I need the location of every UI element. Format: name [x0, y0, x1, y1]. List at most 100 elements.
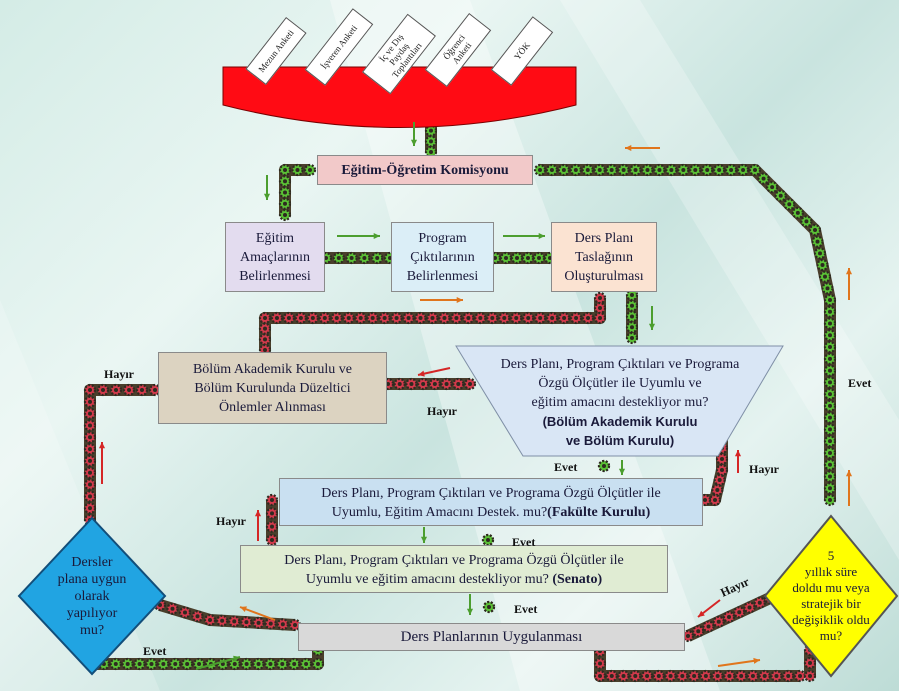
gear-icon [191, 610, 204, 623]
gear-icon [800, 215, 813, 228]
gear-icon [823, 458, 837, 471]
gear-icon [688, 669, 701, 683]
gear-icon [358, 251, 371, 265]
gear-icon [278, 163, 292, 177]
gear-icon [332, 251, 345, 265]
gear-icon [823, 340, 837, 354]
gear-icon [757, 172, 770, 185]
gear-icon [216, 614, 229, 627]
ders-plani-taslagi-box: Ders Planı Taslağının Oluşturulması [551, 222, 657, 292]
arrow-head-icon [420, 536, 428, 543]
gear-icon [450, 311, 463, 325]
gear-icon [593, 311, 607, 325]
gear-icon [83, 466, 97, 479]
gear-icon [723, 669, 736, 683]
gear-icon [405, 377, 418, 391]
gear-icon [823, 352, 837, 365]
gear-icon [823, 388, 837, 401]
gear-icon [823, 305, 837, 318]
gear-icon [699, 669, 712, 683]
gear-icon [265, 507, 279, 520]
arrow-head-icon [734, 450, 742, 457]
gear-icon [715, 463, 729, 477]
gear-icon [758, 669, 771, 683]
gear-icon [818, 270, 832, 283]
gear-icon [203, 613, 217, 627]
gear-icon [270, 311, 284, 325]
gear-icon [821, 282, 834, 295]
gear-icon [83, 454, 97, 468]
program-ciktilari-box: Program Çıktılarının Belirlenmesi [391, 222, 494, 292]
gear-icon [712, 615, 725, 628]
gear-icon [557, 163, 570, 177]
gear-icon [463, 377, 477, 391]
gear-icon [625, 331, 639, 345]
gear-icon [665, 163, 678, 177]
gear-icon [278, 186, 292, 199]
gear-icon [438, 311, 451, 325]
gear-icon [625, 321, 639, 334]
gear-icon [145, 657, 158, 671]
gear-icon [823, 482, 837, 495]
hayir-label-fakulte: Hayır [216, 514, 246, 528]
gear-icon [300, 657, 313, 671]
gear-icon [440, 377, 453, 391]
gear-icon [791, 206, 804, 219]
gear-icon [569, 163, 582, 177]
gear-icon [746, 669, 760, 683]
gear-icon [276, 657, 289, 671]
gear-icon [135, 383, 149, 397]
gear-icon [823, 317, 837, 330]
gear-icon [291, 163, 304, 177]
dersler-uygun-mu-diamond: Dersler plana uygun olarak yapılıyor mu? [57, 554, 127, 638]
gear-icon [533, 163, 547, 177]
gear-icon [692, 625, 705, 638]
gear-icon [486, 311, 499, 325]
bes-yil-karar-diamond: 5 yıllık süre doldu mu veya stratejik bi… [792, 548, 870, 643]
gear-icon [83, 407, 97, 420]
arrow-head-icon [845, 268, 853, 275]
gear-icon [677, 163, 690, 177]
gear-icon [252, 657, 265, 671]
gear-icon [258, 311, 272, 325]
gear-icon [823, 446, 837, 460]
gear-icon [605, 163, 618, 177]
gear-icon [689, 163, 702, 177]
gear-icon [276, 618, 289, 631]
gear-icon [593, 163, 606, 177]
ders-planlarinin-uygulanmasi-box: Ders Planlarının Uygulanması [298, 623, 685, 651]
bolum-karar-question: Ders Planı, Program Çıktıları ve Program… [500, 356, 740, 448]
gear-icon [652, 669, 665, 683]
gear-icon [725, 163, 738, 177]
evet-label-bolum: Evet [554, 460, 578, 474]
gear-icon [823, 470, 837, 483]
arrow-head-icon [418, 370, 425, 377]
gear-icon [240, 657, 253, 671]
gear-icon [653, 163, 666, 177]
gear-icon [462, 311, 475, 325]
gear-icon [510, 311, 523, 325]
gear-icon [581, 163, 594, 177]
gear-icon [735, 669, 748, 683]
gear-icon [823, 435, 837, 448]
flow-arrow [195, 656, 241, 670]
gear-icon [581, 311, 595, 325]
gear-icon [169, 657, 182, 671]
gear-icon [676, 669, 689, 683]
bolum-duzeltici-onlemler-box: Bölüm Akademik Kurulu ve Bölüm Kurulunda… [158, 352, 387, 424]
gear-icon [823, 329, 837, 342]
egitim-ogretim-komisyonu-box: Eğitim-Öğretim Komisyonu [317, 155, 533, 185]
gear-icon [345, 251, 358, 265]
arrow-head-icon [845, 470, 853, 477]
gear-icon [701, 163, 714, 177]
gear-icon [766, 181, 779, 194]
gear-icon [770, 669, 783, 683]
gear-icon [96, 383, 110, 397]
gear-icon [390, 311, 403, 325]
arrow-head-icon [618, 468, 626, 475]
arrow-head-icon [538, 232, 545, 240]
egitim-amaclari-box: Eğitim Amaçlarının Belirlenmesi [225, 222, 325, 292]
gear-icon [83, 490, 97, 503]
gear-icon [593, 657, 607, 670]
